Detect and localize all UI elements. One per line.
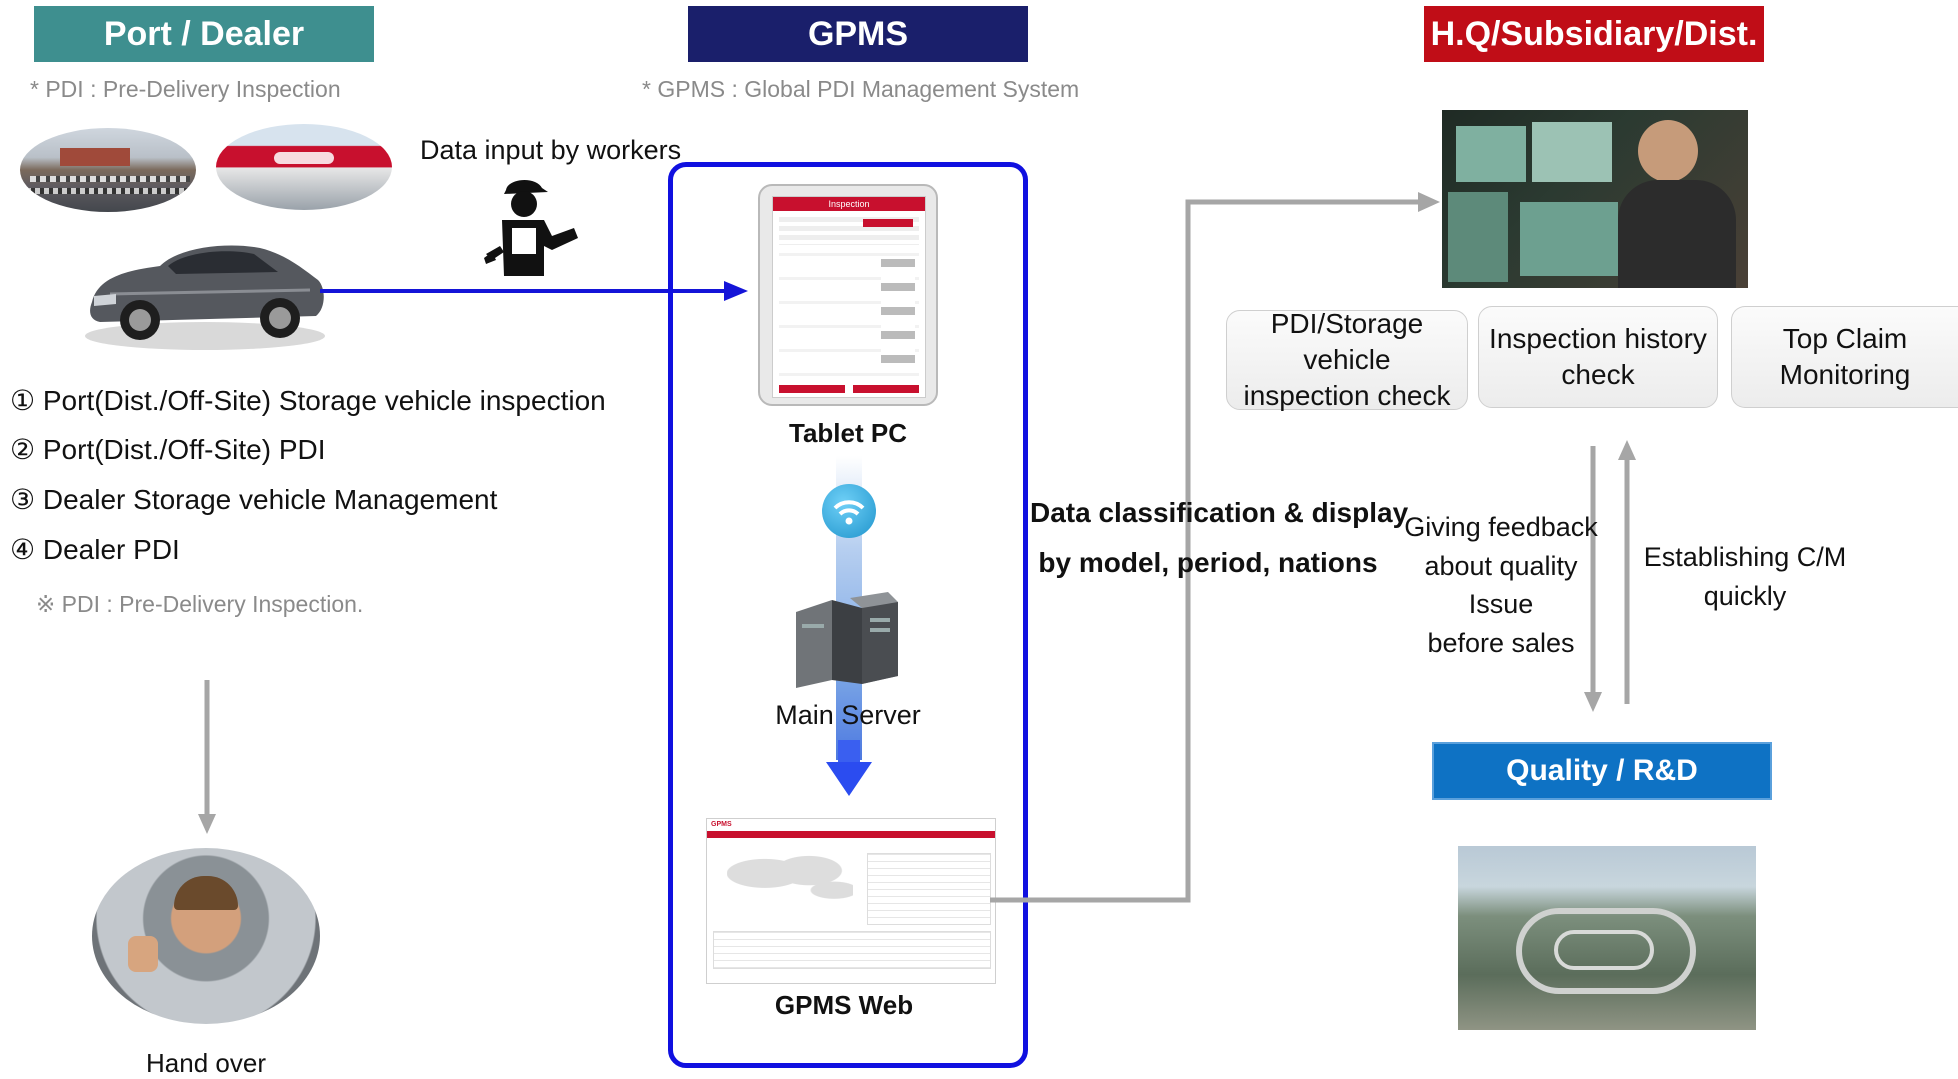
feedback-line-4: before sales [1427,627,1575,658]
pdi-footnote: ※ PDI : Pre-Delivery Inspection. [36,591,364,617]
gpms-system-box [668,162,1028,1068]
gpms-header: GPMS [688,6,1028,62]
pdi-note: * PDI : Pre-Delivery Inspection [30,76,341,102]
step-2: ② Port(Dist./Off-Site) PDI [10,434,326,465]
card-2-line-2: check [1561,359,1635,390]
card-1-line-2: inspection check [1243,380,1451,411]
quality-rd-header: Quality / R&D [1432,742,1772,800]
tablet-screen-title: Inspection [773,197,925,211]
tablet-device: Inspection [758,184,938,406]
gpms-note: * GPMS : Global PDI Management System [642,76,1080,102]
classification-line-2: by model, period, nations [1038,547,1378,578]
port-dealer-header: Port / Dealer [34,6,374,62]
card-1-line-1: PDI/Storage vehicle [1270,308,1424,375]
step-1: ① Port(Dist./Off-Site) Storage vehicle i… [10,385,606,416]
worker-icon [484,179,578,276]
gpms-web-screenshot: GPMS [706,818,996,984]
feedback-line-2: about quality [1424,550,1578,581]
dealer-showroom-photo [216,124,392,210]
hq-header: H.Q/Subsidiary/Dist. [1424,6,1764,62]
hand-over-label: Hand over [146,1048,266,1078]
main-server-label: Main Server [775,700,921,730]
card-inspection-history: Inspection history check [1478,306,1718,408]
flow-arrow-down [826,740,872,796]
classification-line-1: Data classification & display [1030,497,1409,528]
car-image [85,245,325,350]
establishing-line-1: Establishing C/M [1643,542,1847,572]
step-4: ④ Dealer PDI [10,534,180,565]
blue-arrow-to-tablet [320,281,748,301]
card-2-line-1: Inspection history [1489,323,1707,354]
card-pdi-storage-inspection: PDI/Storage vehicle inspection check [1226,308,1468,411]
establishing-line-2: quickly [1703,581,1787,611]
hq-monitoring-photo [1442,110,1748,288]
gpms-web-label: GPMS Web [774,990,914,1020]
feedback-arrow-down [1584,446,1602,712]
step-3: ③ Dealer Storage vehicle Management [10,484,498,515]
tablet-pc-label: Tablet PC [789,418,907,448]
establishing-text: Establishing C/M quickly [1640,538,1850,616]
feedback-line-1: Giving feedback [1404,512,1598,542]
feedback-text: Giving feedback about quality Issue befo… [1398,508,1604,662]
data-input-label: Data input by workers [420,135,682,165]
tablet-screen: Inspection [772,196,926,398]
card-top-claim-monitoring: Top Claim Monitoring [1731,306,1958,408]
server-icon [796,592,898,688]
establishing-arrow-up [1618,440,1636,704]
feedback-line-3: Issue [1468,589,1534,619]
card-3-line-1: Top Claim [1782,323,1908,354]
web-logo: GPMS [711,821,732,828]
port-photo [20,128,196,212]
wifi-icon [822,484,876,538]
gray-arrow-down [198,680,216,834]
proving-ground-photo [1458,846,1756,1030]
gray-connector-to-hq [990,192,1440,903]
happy-customer-photo [92,848,320,1024]
card-3-line-2: Monitoring [1779,359,1911,390]
